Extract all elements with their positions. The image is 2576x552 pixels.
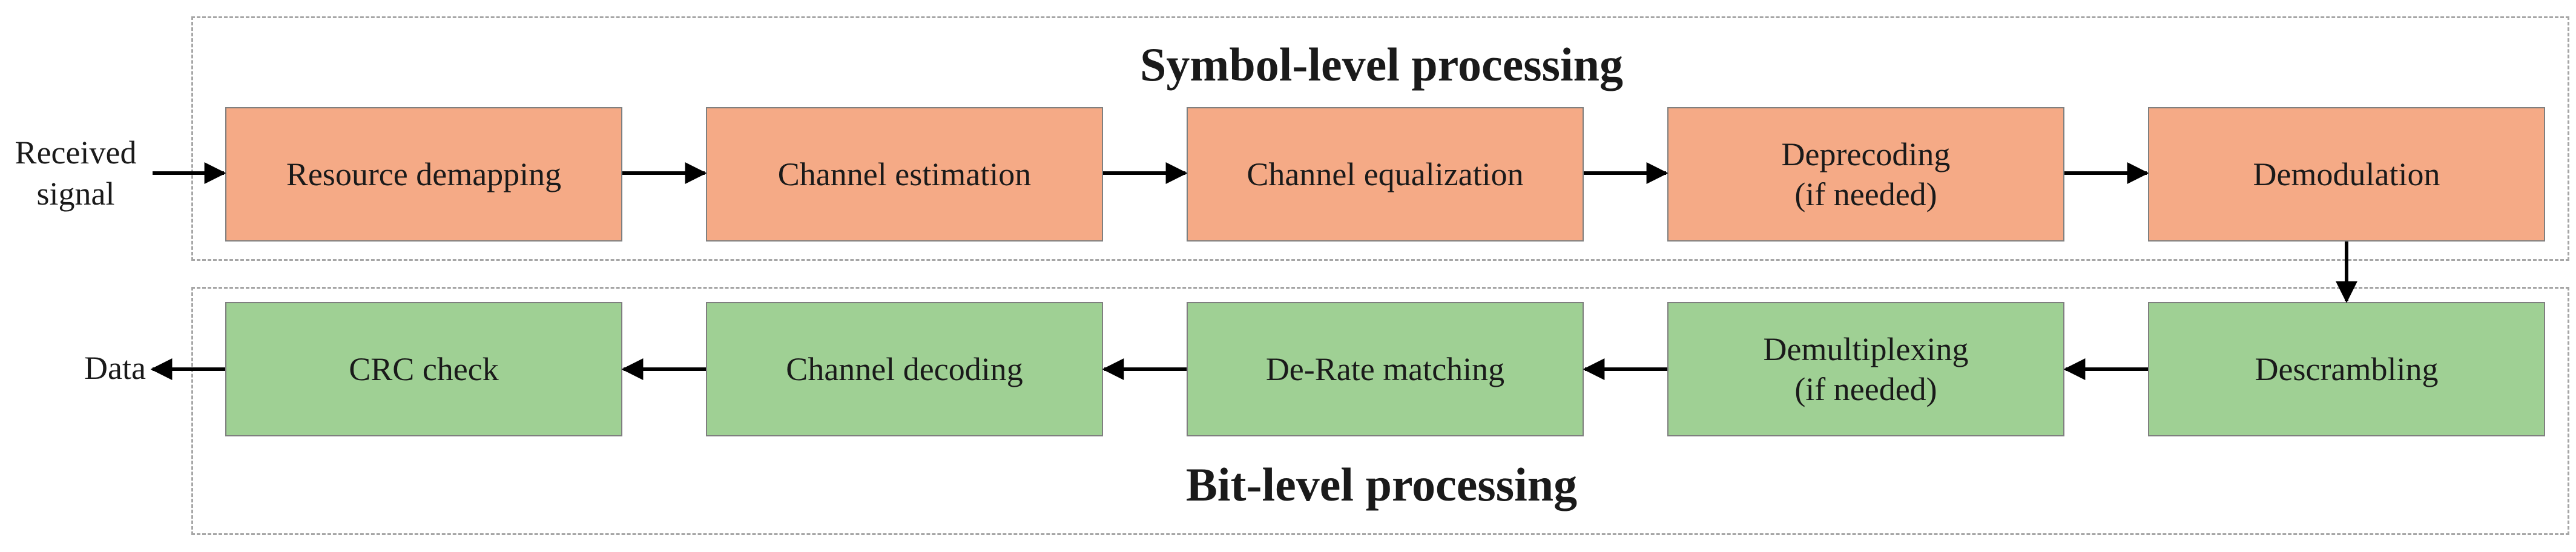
block-crc-check: CRC check <box>225 302 622 436</box>
bit-level-title: Bit-level processing <box>1185 458 1578 511</box>
block-channel-estimation: Channel estimation <box>706 107 1103 242</box>
bit-level-group <box>191 287 2569 535</box>
block-label: Channel decoding <box>786 351 1023 387</box>
block-channel-equalization: Channel equalization <box>1187 107 1584 242</box>
block-label: Resource demapping <box>286 156 562 192</box>
symbol-level-group <box>191 16 2569 261</box>
block-label: CRC check <box>349 351 499 387</box>
block-deprecoding: Deprecoding (if needed) <box>1667 107 2064 242</box>
block-descrambling: Descrambling <box>2148 302 2545 436</box>
block-resource-demapping: Resource demapping <box>225 107 622 242</box>
block-label: Demodulation <box>2253 156 2440 192</box>
symbol-level-title: Symbol-level processing <box>1139 38 1624 91</box>
block-demultiplexing: Demultiplexing (if needed) <box>1667 302 2064 436</box>
block-label: Deprecoding (if needed) <box>1781 136 1951 212</box>
block-de-rate-matching: De-Rate matching <box>1187 302 1584 436</box>
block-label: De-Rate matching <box>1265 351 1505 387</box>
data-output-label: Data <box>84 350 146 386</box>
received-signal-label: Received signal <box>15 134 137 212</box>
block-label: Demultiplexing (if needed) <box>1763 331 1969 407</box>
block-label: Channel equalization <box>1247 156 1524 192</box>
block-demodulation: Demodulation <box>2148 107 2545 242</box>
block-channel-decoding: Channel decoding <box>706 302 1103 436</box>
block-label: Descrambling <box>2255 351 2439 387</box>
block-label: Channel estimation <box>777 156 1032 192</box>
